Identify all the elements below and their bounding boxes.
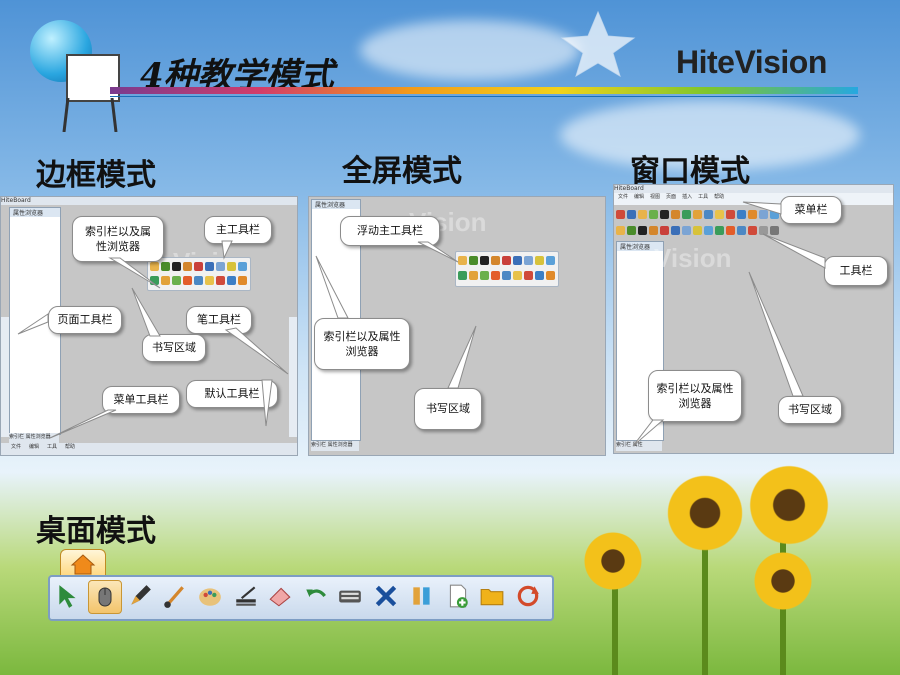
- menu-item[interactable]: 工具: [47, 444, 58, 450]
- tab-props[interactable]: 属性浏览器: [25, 434, 51, 440]
- toolbar-row: [150, 261, 248, 273]
- new-page-icon[interactable]: [442, 580, 474, 612]
- callout-writing-area: 书写区域: [778, 396, 842, 424]
- app-titlebar: HiteBoard: [614, 185, 893, 193]
- tab-props[interactable]: 属性浏览器: [327, 442, 353, 448]
- desktop-home-tab[interactable]: [60, 549, 106, 578]
- border-mode-label: 边框模式: [36, 158, 156, 193]
- menu-item[interactable]: 工具: [698, 194, 709, 200]
- cursor-arrow-icon[interactable]: [52, 580, 84, 612]
- flower-stem: [702, 540, 708, 675]
- cloud: [360, 20, 580, 80]
- menu-item[interactable]: 页面: [666, 194, 677, 200]
- pen-icon[interactable]: [124, 580, 156, 612]
- window-toolbar-row[interactable]: [616, 209, 891, 221]
- menu-item[interactable]: 插入: [682, 194, 693, 200]
- eraser-icon[interactable]: [264, 580, 296, 612]
- callout-index-props: 索引栏以及属性 浏览器: [314, 318, 410, 370]
- window-mode-label: 窗口模式: [630, 154, 750, 189]
- header-rule: [110, 96, 858, 97]
- callout-floating-toolbar: 浮动主工具栏: [340, 216, 440, 246]
- index-tabs[interactable]: 索引栏 属性: [616, 441, 662, 451]
- undo-icon[interactable]: [300, 580, 332, 612]
- menu-bar[interactable]: 文件 编辑 视图 页面 插入 工具 帮助: [614, 193, 893, 205]
- callout-index-props: 索引栏以及属 性浏览器: [72, 216, 164, 262]
- callout-writing-area: 书写区域: [142, 334, 206, 362]
- desktop-mode-label: 桌面模式: [36, 514, 156, 549]
- menu-item[interactable]: 帮助: [65, 444, 76, 450]
- desktop-toolbar[interactable]: [48, 575, 554, 621]
- folder-icon[interactable]: [476, 580, 508, 612]
- main-toolbar[interactable]: [147, 257, 251, 291]
- palette-icon[interactable]: [194, 580, 226, 612]
- tab-props[interactable]: 属性: [632, 442, 643, 448]
- pen-toolbar-strip[interactable]: [289, 317, 297, 437]
- highlighter-icon[interactable]: [230, 580, 262, 612]
- callout-default-toolbar: 默认工具栏: [186, 380, 278, 408]
- star-decoration-icon: [560, 10, 636, 78]
- fullscreen-mode-label: 全屏模式: [342, 154, 462, 189]
- app-titlebar: HiteBoard: [1, 197, 297, 205]
- menu-item[interactable]: 编辑: [634, 194, 645, 200]
- easel-legs-icon: [62, 98, 118, 132]
- tab-index[interactable]: 索引栏: [616, 442, 632, 448]
- panel-header: 属性浏览器: [312, 200, 360, 209]
- sunflower-icon: [580, 528, 646, 594]
- window-toolbar-row[interactable]: [616, 225, 891, 237]
- index-tabs[interactable]: 索引栏 属性浏览器: [9, 433, 59, 443]
- brand-logo-text: HiteVision: [676, 44, 827, 80]
- menu-item[interactable]: 帮助: [714, 194, 725, 200]
- redo-icon[interactable]: [512, 580, 544, 612]
- brush-icon[interactable]: [158, 580, 190, 612]
- menu-item[interactable]: 文件: [618, 194, 629, 200]
- callout-menu-bar: 菜单栏: [780, 196, 842, 224]
- callout-main-toolbar: 主工具栏: [204, 216, 272, 244]
- header-rainbow-bar: [110, 87, 858, 94]
- callout-index-props: 索引栏以及属性 浏览器: [648, 370, 742, 422]
- tools-icon[interactable]: [370, 580, 402, 612]
- callout-menu-toolbar: 菜单工具栏: [102, 386, 180, 414]
- panel-header: 属性浏览器: [10, 208, 60, 217]
- menu-item[interactable]: 编辑: [29, 444, 40, 450]
- home-icon: [70, 554, 96, 575]
- callout-page-toolbar: 页面工具栏: [48, 306, 122, 334]
- tab-index[interactable]: 索引栏: [9, 434, 25, 440]
- sunflower-icon: [750, 548, 816, 614]
- tab-index[interactable]: 索引栏: [311, 442, 327, 448]
- sunflower-icon: [744, 460, 834, 550]
- cloud: [560, 100, 860, 170]
- page-toolbar-strip[interactable]: [1, 317, 9, 437]
- index-tabs[interactable]: 索引栏 属性浏览器: [311, 441, 359, 451]
- toolbar-row: [458, 270, 556, 282]
- callout-toolbar: 工具栏: [824, 256, 888, 286]
- keyboard-icon[interactable]: [334, 580, 366, 612]
- menu-item[interactable]: 视图: [650, 194, 661, 200]
- panel-header: 属性浏览器: [617, 242, 663, 251]
- watermark-text: Vision: [654, 243, 732, 273]
- floating-main-toolbar[interactable]: [455, 251, 559, 287]
- menu-item[interactable]: 文件: [11, 444, 22, 450]
- callout-writing-area: 书写区域: [414, 388, 482, 430]
- magnet-tool-icon[interactable]: [406, 580, 438, 612]
- sunflower-icon: [662, 470, 748, 556]
- flower-stem: [612, 580, 618, 675]
- callout-pen-toolbar: 笔工具栏: [186, 306, 252, 334]
- toolbar-row: [150, 275, 248, 287]
- mouse-icon[interactable]: [88, 580, 122, 614]
- whiteboard-logo-icon: [66, 54, 120, 102]
- menu-toolbar[interactable]: 文件 编辑 工具 帮助: [1, 443, 297, 455]
- toolbar-row: [458, 255, 556, 267]
